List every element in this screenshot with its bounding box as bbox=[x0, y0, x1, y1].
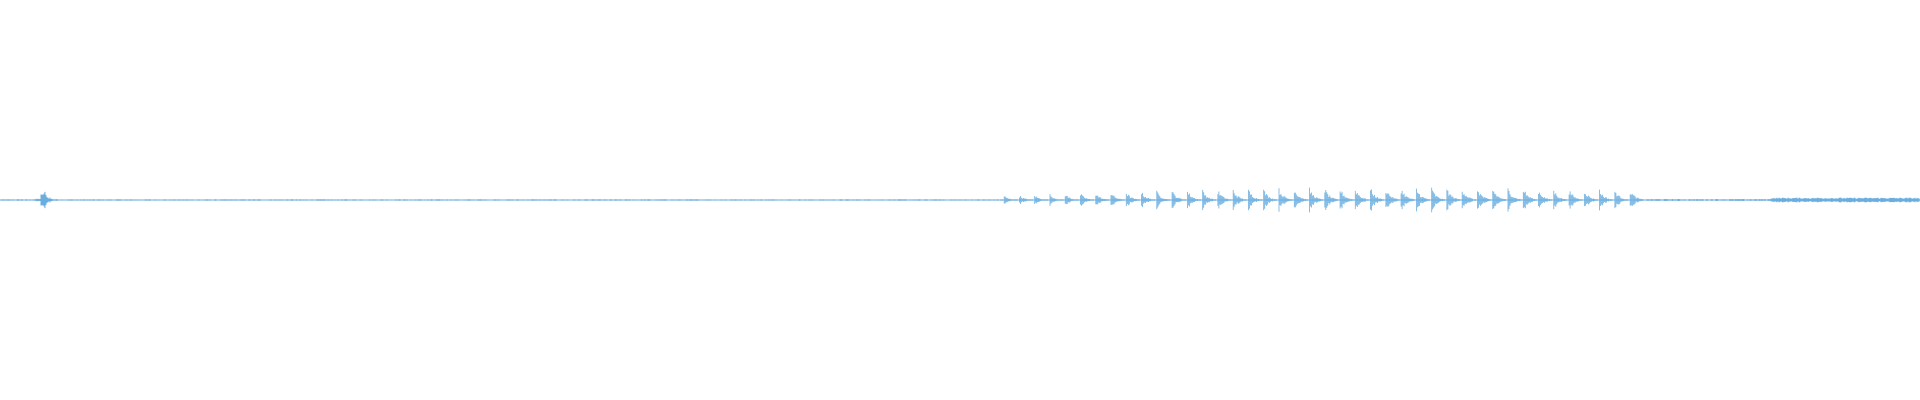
waveform-pulse bbox=[1385, 193, 1400, 207]
waveform-pulse bbox=[1584, 193, 1598, 207]
waveform-pulse bbox=[1614, 191, 1629, 209]
waveform-pulse bbox=[1232, 190, 1247, 210]
waveform-pulse bbox=[1492, 190, 1507, 210]
waveform-pulse bbox=[1507, 188, 1522, 212]
waveform-pulse bbox=[1629, 193, 1644, 207]
waveform-pulse bbox=[1171, 192, 1186, 208]
waveform-pulse bbox=[1263, 189, 1278, 211]
waveform-pulse bbox=[1400, 190, 1415, 210]
waveform-pulse bbox=[1431, 187, 1446, 213]
waveform-pulse bbox=[1125, 193, 1140, 207]
waveform-pulse bbox=[1416, 188, 1430, 212]
waveform-pulse bbox=[1095, 195, 1110, 205]
waveform-pulse bbox=[1034, 196, 1049, 204]
waveform-pulse bbox=[1309, 187, 1323, 213]
waveform-pulse bbox=[1553, 190, 1568, 210]
waveform-pulse bbox=[1354, 190, 1369, 210]
waveform-pulse bbox=[1080, 194, 1094, 206]
waveform-quiet-section bbox=[0, 191, 1005, 209]
waveform-pulse bbox=[1156, 190, 1171, 210]
waveform-pulse bbox=[1141, 192, 1155, 208]
waveform-pulse bbox=[1110, 195, 1125, 205]
waveform-pulse bbox=[1202, 189, 1217, 211]
waveform-pulse bbox=[1278, 188, 1293, 212]
waveform-pulse bbox=[1248, 189, 1262, 211]
waveform-pulse bbox=[1003, 196, 1018, 204]
waveform-pulse bbox=[1324, 190, 1339, 210]
waveform-pulse bbox=[1293, 192, 1308, 208]
waveform-pulse bbox=[1187, 191, 1201, 209]
waveform-pulse bbox=[1522, 191, 1537, 209]
waveform-pulse bbox=[1599, 189, 1613, 211]
waveform-pulse bbox=[1370, 189, 1384, 211]
waveform-pulse bbox=[1568, 191, 1583, 209]
waveform-pulse bbox=[1538, 192, 1552, 208]
waveform-pulse bbox=[1064, 195, 1079, 205]
waveform-pulse bbox=[1446, 189, 1461, 211]
waveform-active-section bbox=[1003, 187, 1644, 213]
waveform-pulse bbox=[1477, 191, 1491, 209]
waveform-pulse bbox=[1461, 191, 1476, 209]
waveform-pulse bbox=[1019, 196, 1033, 204]
waveform-tail-section bbox=[1644, 197, 1920, 203]
waveform-pulse bbox=[1339, 191, 1354, 209]
waveform-pulse bbox=[1049, 194, 1064, 206]
waveform-pulse bbox=[1217, 191, 1232, 209]
